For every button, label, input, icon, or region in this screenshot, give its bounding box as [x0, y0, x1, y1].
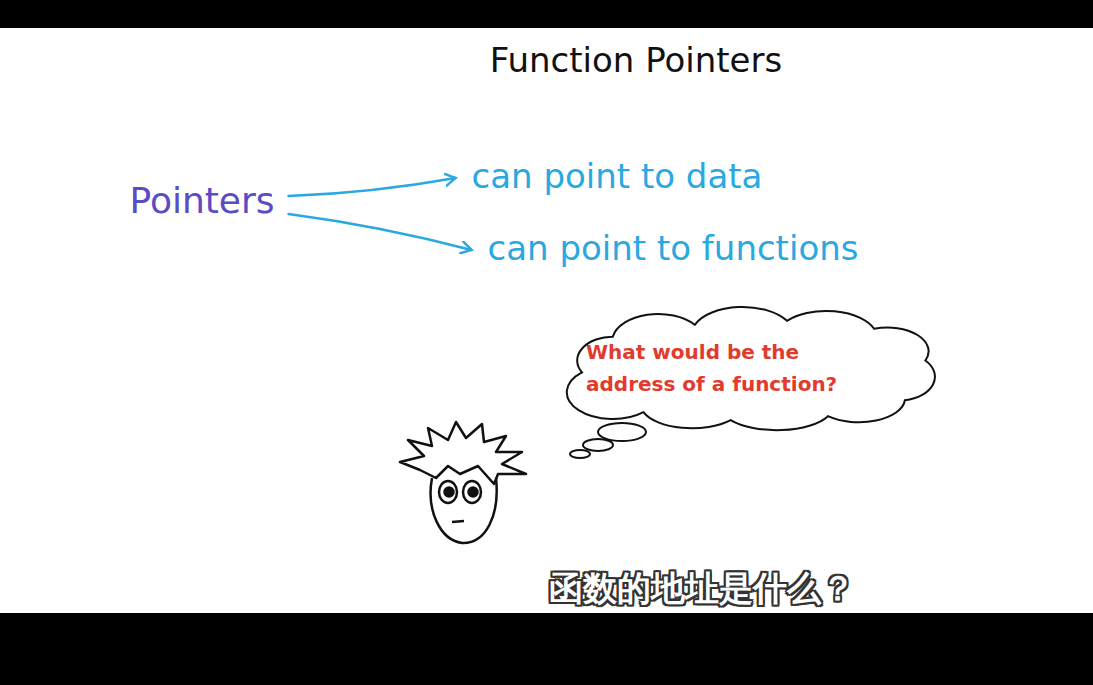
concept-text: Pointers: [129, 180, 274, 221]
concept-arrow: [289, 178, 456, 196]
thought-cloud: What would be the address of a function?: [541, 301, 951, 436]
concept-label: Pointers: [127, 178, 276, 223]
subtitle: 函数的地址是什么？: [549, 566, 855, 612]
concept-text: can point to data: [472, 156, 763, 196]
thought-bubble: [598, 423, 646, 441]
thought-bubble: [570, 450, 590, 458]
concept-label: can point to functions: [486, 226, 861, 270]
bottom-bar: [0, 613, 1093, 685]
thought-bubble: [583, 439, 613, 451]
concept-text: can point to functions: [488, 228, 859, 268]
cloud-outline: [541, 301, 951, 436]
page-title: Function Pointers: [490, 40, 782, 80]
thought-text: What would be the address of a function?: [586, 336, 876, 400]
concept-arrow: [289, 214, 472, 250]
cartoon-face: [400, 422, 526, 543]
top-bar: [0, 0, 1093, 28]
concept-label: can point to data: [470, 154, 765, 198]
